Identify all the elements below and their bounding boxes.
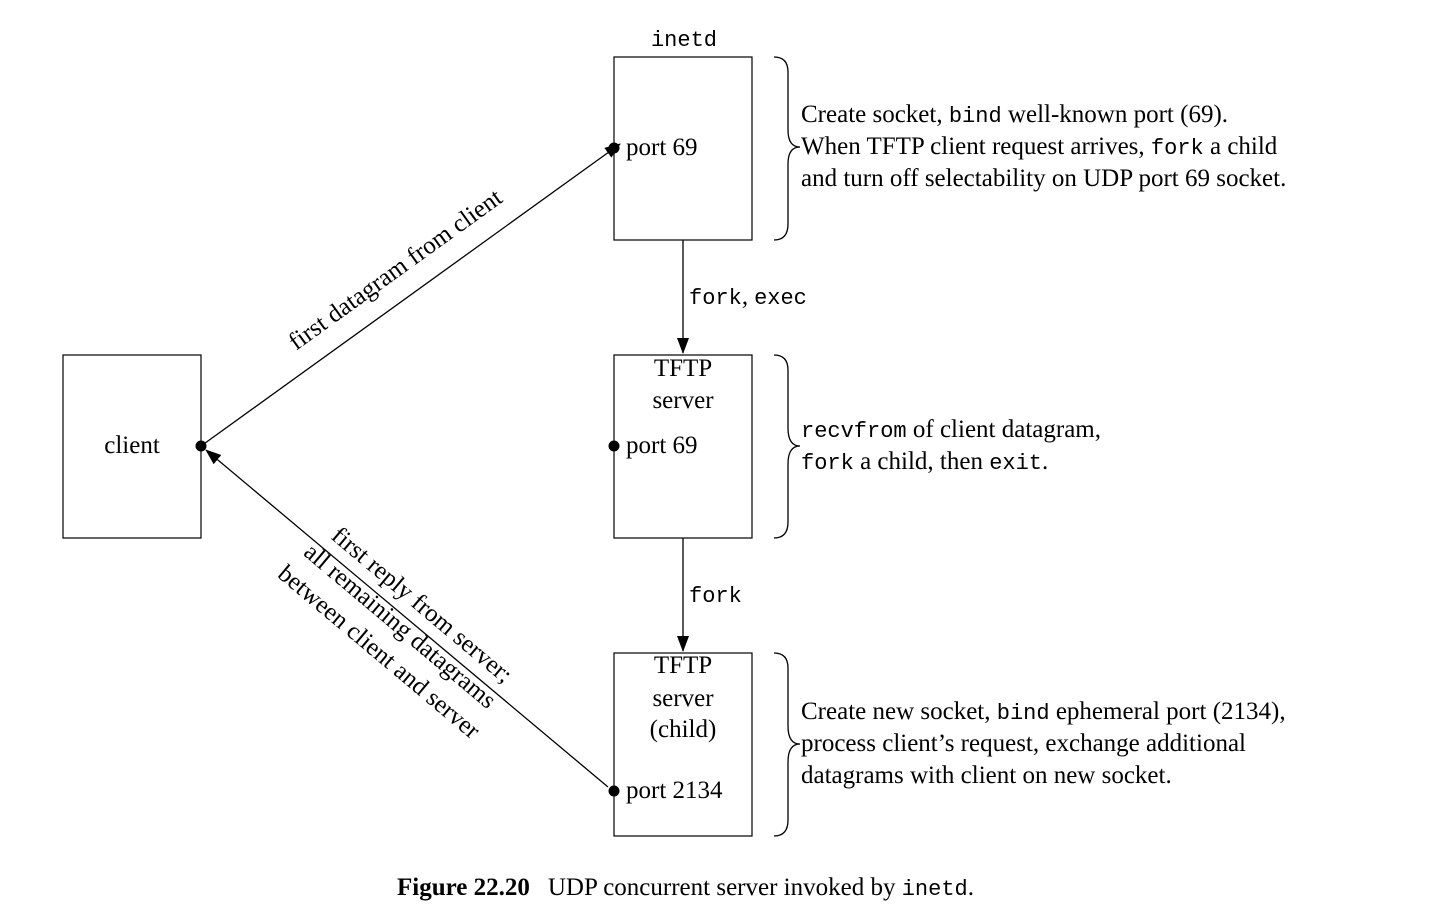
reply-label-line3: between client and server	[273, 560, 486, 745]
tftp-child-brace	[773, 652, 801, 837]
inetd-brace	[773, 56, 801, 241]
tftp-child-port-label: port 2134	[626, 777, 723, 804]
tftp-child-box	[613, 652, 753, 837]
tftp-server-title-line1: TFTP	[654, 355, 712, 382]
child-note-line2: process client’s request, exchange addit…	[801, 730, 1246, 757]
tftp-note-line1: recvfrom of client datagram,	[801, 416, 1101, 444]
inetd-port-label: port 69	[626, 134, 698, 161]
fork-exec-label-exec: exec	[754, 286, 807, 311]
fork-exec-label: fork,exec	[689, 283, 807, 311]
tftp-child-title-line1: TFTP	[654, 652, 712, 679]
first-datagram-label: first datagram from client	[284, 184, 508, 356]
tftp-child-port-dot	[608, 785, 620, 797]
tftp-server-title-line2: server	[652, 387, 714, 414]
tftp-server-port-label: port 69	[626, 432, 698, 459]
fork-label: fork	[689, 584, 742, 609]
tftp-server-port-dot	[608, 440, 620, 452]
inetd-note-line3: and turn off selectability on UDP port 6…	[801, 165, 1286, 192]
figure-caption-label: Figure 22.20	[397, 874, 530, 901]
fork-exec-label-sep: ,	[742, 283, 748, 310]
child-note-line3: datagrams with client on new socket.	[801, 762, 1172, 789]
first-datagram-arrow	[200, 143, 621, 447]
tftp-note-line2: fork a child, then exit.	[801, 448, 1048, 476]
client-label: client	[104, 432, 160, 459]
tftp-server-brace	[773, 354, 801, 539]
client-box	[62, 354, 202, 539]
inetd-title: inetd	[651, 28, 717, 53]
tftp-server-box	[613, 354, 753, 539]
fork-exec-label-fork: fork	[689, 286, 742, 311]
reply-arrow	[205, 449, 609, 788]
inetd-note-line1: Create socket, bind well-known port (69)…	[801, 101, 1228, 129]
tftp-child-title-line2: server	[652, 685, 714, 712]
tftp-child-title-line3: (child)	[650, 716, 717, 743]
inetd-note-line2: When TFTP client request arrives, fork a…	[801, 133, 1278, 161]
inetd-box	[613, 56, 753, 241]
child-note-line1: Create new socket, bind ephemeral port (…	[801, 698, 1286, 726]
